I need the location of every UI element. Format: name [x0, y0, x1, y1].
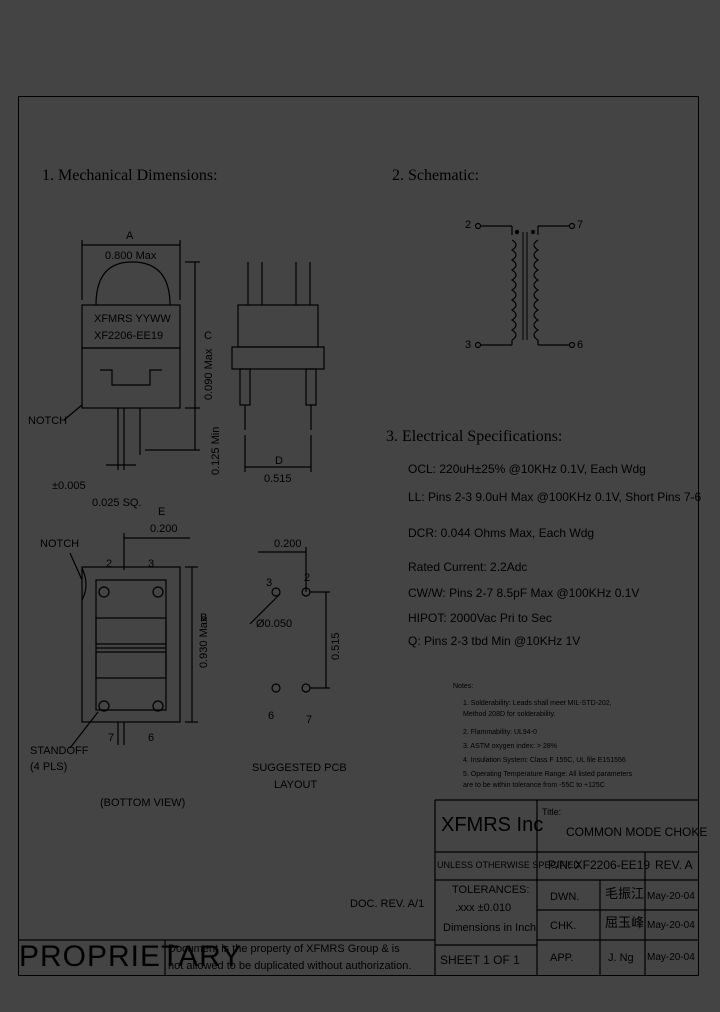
- bottom-view-label: (BOTTOM VIEW): [100, 797, 186, 809]
- pcb-pin-7: 7: [306, 714, 313, 726]
- note-3: 3. ASTM oxygen index: > 28%: [463, 743, 557, 750]
- checked-by: 屈玉峰: [605, 915, 645, 930]
- notch-label-top: NOTCH: [28, 415, 68, 427]
- pcb-hole-diameter: Ø0.050: [256, 618, 293, 630]
- company-name: XFMRS Inc: [441, 814, 544, 836]
- schematic-pin-6: 6: [577, 339, 584, 351]
- mechanical-dimensions-heading: 1. Mechanical Dimensions:: [42, 167, 218, 184]
- dim-e-label: E: [158, 506, 166, 518]
- pin-square-size: 0.025 SQ.: [92, 497, 142, 509]
- title-value: COMMON MODE CHOKE: [566, 825, 708, 839]
- electrical-specifications-heading: 3. Electrical Specifications:: [386, 428, 563, 445]
- revision: REV. A: [655, 858, 693, 872]
- note-5b: are to be within tolerance from -55C to …: [463, 782, 605, 789]
- pcb-dim-side: 0.515: [330, 632, 342, 660]
- note-5a: 5. Operating Temperature Range: All list…: [463, 771, 633, 778]
- drawn-label: DWN.: [550, 891, 580, 903]
- schematic-pin-3: 3: [465, 339, 472, 351]
- dimensions-in-inch: Dimensions in Inch: [443, 922, 536, 934]
- notch-label-bottom: NOTCH: [40, 538, 80, 550]
- checked-label: CHK.: [550, 920, 577, 932]
- dim-a-value: 0.800 Max: [105, 250, 157, 262]
- dim-pin-length: 0.125 Min: [210, 426, 222, 475]
- checked-date: May-20-04: [647, 920, 695, 931]
- part-marking-line2: XF2206-EE19: [94, 330, 164, 342]
- proprietary-notice-2: not allowed to be duplicated without aut…: [168, 960, 412, 972]
- dim-c-value: 0.090 Max: [203, 348, 215, 400]
- sheet-number: SHEET 1 OF 1: [440, 953, 520, 967]
- pcb-dim-top: 0.200: [274, 538, 302, 550]
- part-marking-line1: XFMRS YYWW: [94, 313, 171, 325]
- bottom-pin-7: 7: [108, 732, 115, 744]
- document-revision: DOC. REV. A/1: [350, 898, 425, 910]
- spec-capacitance: CW/W: Pins 2-7 8.5pF Max @100KHz 0.1V: [408, 586, 640, 600]
- tolerances-label: TOLERANCES:: [452, 884, 530, 896]
- spec-rated-current: Rated Current: 2.2Adc: [408, 560, 528, 574]
- bottom-pin-6: 6: [148, 732, 155, 744]
- schematic-heading: 2. Schematic:: [392, 167, 480, 184]
- dim-e-value: 0.200: [150, 523, 178, 535]
- pcb-layout-title-2: LAYOUT: [274, 779, 318, 791]
- bottom-pin-3: 3: [148, 558, 155, 570]
- dim-a-label: A: [126, 230, 134, 242]
- spec-hipot: HIPOT: 2000Vac Pri to Sec: [408, 611, 552, 625]
- drawn-by: 毛振江: [605, 886, 645, 901]
- standoff-count-label: (4 PLS): [30, 761, 68, 773]
- schematic-pin-7: 7: [577, 219, 584, 231]
- dim-b-label: B: [200, 612, 208, 624]
- note-2: 2. Flammability: UL94-0: [463, 729, 537, 736]
- note-4: 4. Insulation System: Class F 155C, UL f…: [463, 757, 626, 764]
- pcb-layout-title-1: SUGGESTED PCB: [252, 762, 347, 774]
- pcb-pin-2: 2: [304, 572, 311, 584]
- pcb-pin-6: 6: [268, 710, 275, 722]
- schematic-pin-2: 2: [465, 219, 472, 231]
- drawing-sheet-border: [18, 96, 699, 976]
- spec-ocl: OCL: 220uH±25% @10KHz 0.1V, Each Wdg: [408, 462, 646, 476]
- standoff-label: STANDOFF: [30, 745, 89, 757]
- dim-d-value: 0.515: [264, 473, 292, 485]
- dim-d-label: D: [275, 455, 283, 467]
- spec-dcr: DCR: 0.044 Ohms Max, Each Wdg: [408, 526, 595, 540]
- part-number: P/N: XF2206-EE19: [548, 858, 651, 872]
- approved-by: J. Ng: [608, 952, 634, 964]
- proprietary-notice-1: Document is the property of XFMRS Group …: [168, 943, 400, 955]
- pin-tolerance: ±0.005: [52, 480, 86, 492]
- spec-q-factor: Q: Pins 2-3 tbd Min @10KHz 1V: [408, 634, 581, 648]
- note-1a: 1. Solderability: Leads shall meet MIL-S…: [463, 700, 612, 707]
- dim-b-value: 0.930 Max: [198, 616, 210, 668]
- approved-label: APP.: [550, 952, 574, 964]
- drawn-date: May-20-04: [647, 891, 695, 902]
- notes-title: Notes:: [453, 683, 474, 690]
- dim-c-label: C: [204, 330, 212, 342]
- title-label: Title:: [542, 807, 562, 817]
- bottom-pin-2: 2: [106, 558, 113, 570]
- tolerances-value: .xxx ±0.010: [455, 902, 512, 914]
- pcb-pin-3: 3: [266, 577, 273, 589]
- unless-specified: UNLESS OTHERWISE SPECIFIED: [437, 860, 580, 870]
- spec-leakage: LL: Pins 2-3 9.0uH Max @100KHz 0.1V, Sho…: [408, 490, 702, 504]
- note-1b: Method 208D for solderability.: [463, 711, 556, 718]
- approved-date: May-20-04: [647, 952, 695, 963]
- proprietary-label: PROPRIETARY: [19, 940, 243, 973]
